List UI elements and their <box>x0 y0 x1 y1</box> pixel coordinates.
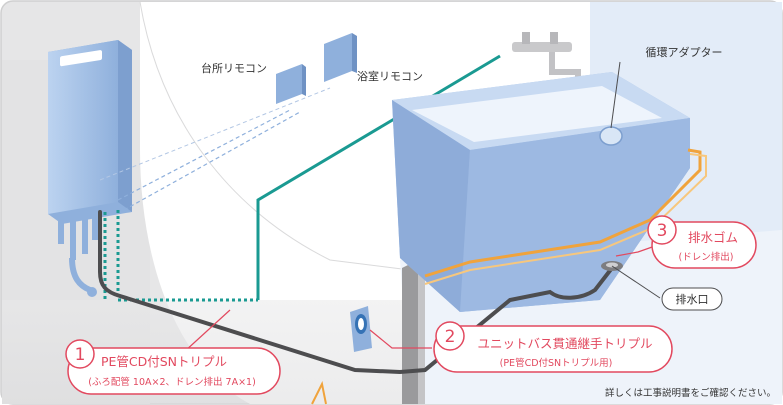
callout-2-number: 2 <box>445 327 456 347</box>
drain-port-tag: 排水口 <box>661 287 723 311</box>
bath-remote-device <box>324 33 357 82</box>
callout-2: 2 ユニットバス貫通継手トリプル (PE管CD付SNトリプル用) <box>433 321 673 373</box>
callout-1-title: PE管CD付SNトリプル <box>101 354 227 369</box>
drain-port-label: 排水口 <box>676 292 709 306</box>
water-heater <box>48 40 132 297</box>
callout-3-title: 排水ゴム <box>688 230 738 245</box>
callout-3: 3 排水ゴム (ドレン排出) <box>647 215 757 269</box>
callout-3-subtitle: (ドレン排出) <box>679 251 734 263</box>
callout-1-subtitle: (ふろ配管 10A×2、ドレン排出 7A×1) <box>88 376 256 388</box>
kitchen-remote-device <box>276 64 306 104</box>
callout-1: 1 PE管CD付SNトリプル (ふろ配管 10A×2、ドレン排出 7A×1) <box>65 339 281 395</box>
callout-2-subtitle: (PE管CD付SNトリプル用) <box>500 357 613 369</box>
footnote: 詳しくは工事説明書をご確認ください。 <box>605 387 776 399</box>
callout-2-title: ユニットバス貫通継手トリプル <box>477 336 652 351</box>
divider-wall <box>402 260 418 404</box>
adapter-label: 循環アダプター <box>646 45 723 59</box>
grey-pipe <box>98 210 614 375</box>
orange-pipe <box>424 148 702 278</box>
adapter-leader <box>610 61 621 129</box>
penetration-fitting <box>350 306 372 352</box>
drain-leader <box>611 265 661 299</box>
bath-remote-label: 浴室リモコン <box>357 69 423 83</box>
callout-1-number: 1 <box>75 345 86 365</box>
kitchen-remote-label: 台所リモコン <box>201 61 267 75</box>
adapter-device <box>599 126 623 146</box>
callout-3-number: 3 <box>657 221 668 241</box>
